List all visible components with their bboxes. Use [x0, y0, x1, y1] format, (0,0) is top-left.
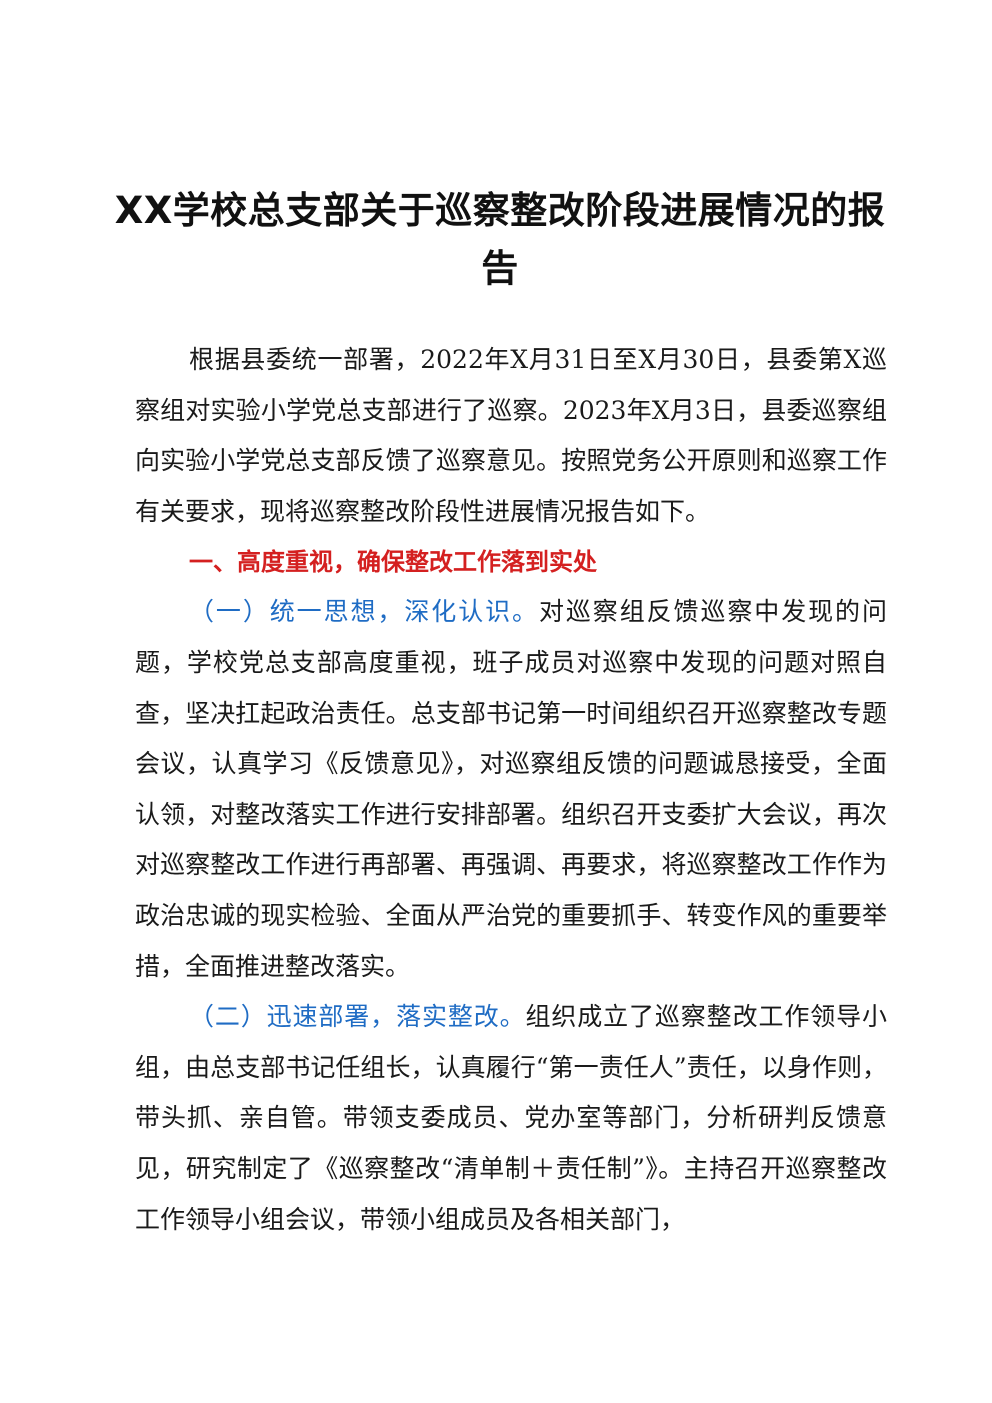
item-text-2: 组织成立了巡察整改工作领导小组，由总支部书记任组长，认真履行“第一责任人”责任，… — [135, 1002, 887, 1234]
item-paragraph-2: （二）迅速部署，落实整改。组织成立了巡察整改工作领导小组，由总支部书记任组长，认… — [135, 992, 887, 1245]
item-text-1: 对巡察组反馈巡察中发现的问题，学校党总支部高度重视，班子成员对巡察中发现的问题对… — [135, 597, 887, 981]
section-heading: 一、高度重视，确保整改工作落到实处 — [189, 548, 597, 577]
document-title: XX学校总支部关于巡察整改阶段进展情况的报告 — [114, 189, 886, 290]
item-paragraph-1: （一）统一思想，深化认识。对巡察组反馈巡察中发现的问题，学校党总支部高度重视，班… — [135, 587, 887, 992]
item-label-1: （一）统一思想，深化认识。 — [189, 597, 539, 627]
item-label-2: （二）迅速部署，落实整改。 — [189, 1002, 526, 1032]
intro-paragraph: 根据县委统一部署，2022年X月31日至X月30日，县委第X巡察组对实验小学党总… — [135, 345, 887, 526]
document-body: 根据县委统一部署，2022年X月31日至X月30日，县委第X巡察组对实验小学党总… — [135, 335, 887, 1245]
